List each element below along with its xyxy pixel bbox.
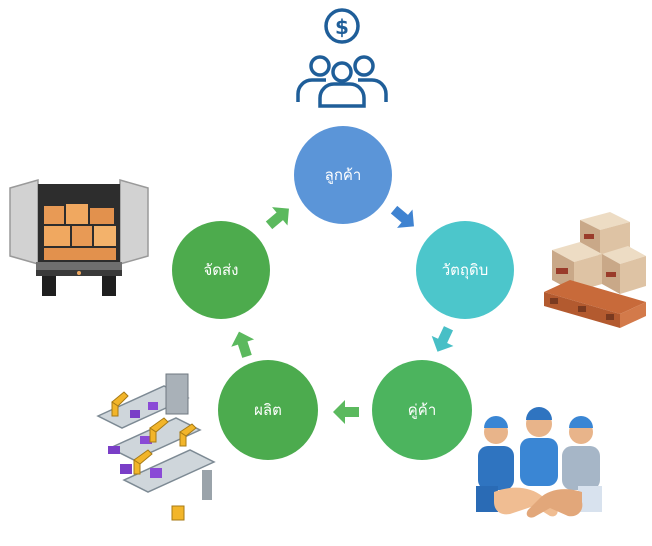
node-customer-label: ลูกค้า — [324, 166, 362, 184]
boxes-pallet-icon — [544, 212, 646, 328]
customers-dollar-icon: $ — [296, 8, 388, 108]
arrow-production-to-delivery — [231, 331, 255, 358]
node-partner: คู่ค้า — [372, 360, 472, 460]
svg-text:$: $ — [335, 15, 349, 39]
delivery-truck-icon — [9, 179, 149, 296]
factory-robot-arms-icon — [96, 373, 216, 521]
node-partner-label: คู่ค้า — [407, 401, 437, 419]
node-customer: ลูกค้า — [294, 126, 392, 224]
node-production: ผลิต — [218, 360, 318, 460]
node-raw-material-label: วัตถุดิบ — [441, 261, 489, 279]
node-delivery: จัดส่ง — [172, 221, 270, 319]
arrow-raw-material-to-partner — [431, 326, 454, 352]
node-delivery-label: จัดส่ง — [203, 261, 239, 279]
node-production-label: ผลิต — [254, 401, 282, 419]
arrow-customer-to-raw-material — [390, 205, 414, 228]
node-raw-material: วัตถุดิบ — [416, 221, 514, 319]
arrow-partner-to-production — [333, 400, 359, 424]
handshake-partners-icon — [476, 407, 602, 518]
arrow-delivery-to-customer — [265, 207, 289, 230]
